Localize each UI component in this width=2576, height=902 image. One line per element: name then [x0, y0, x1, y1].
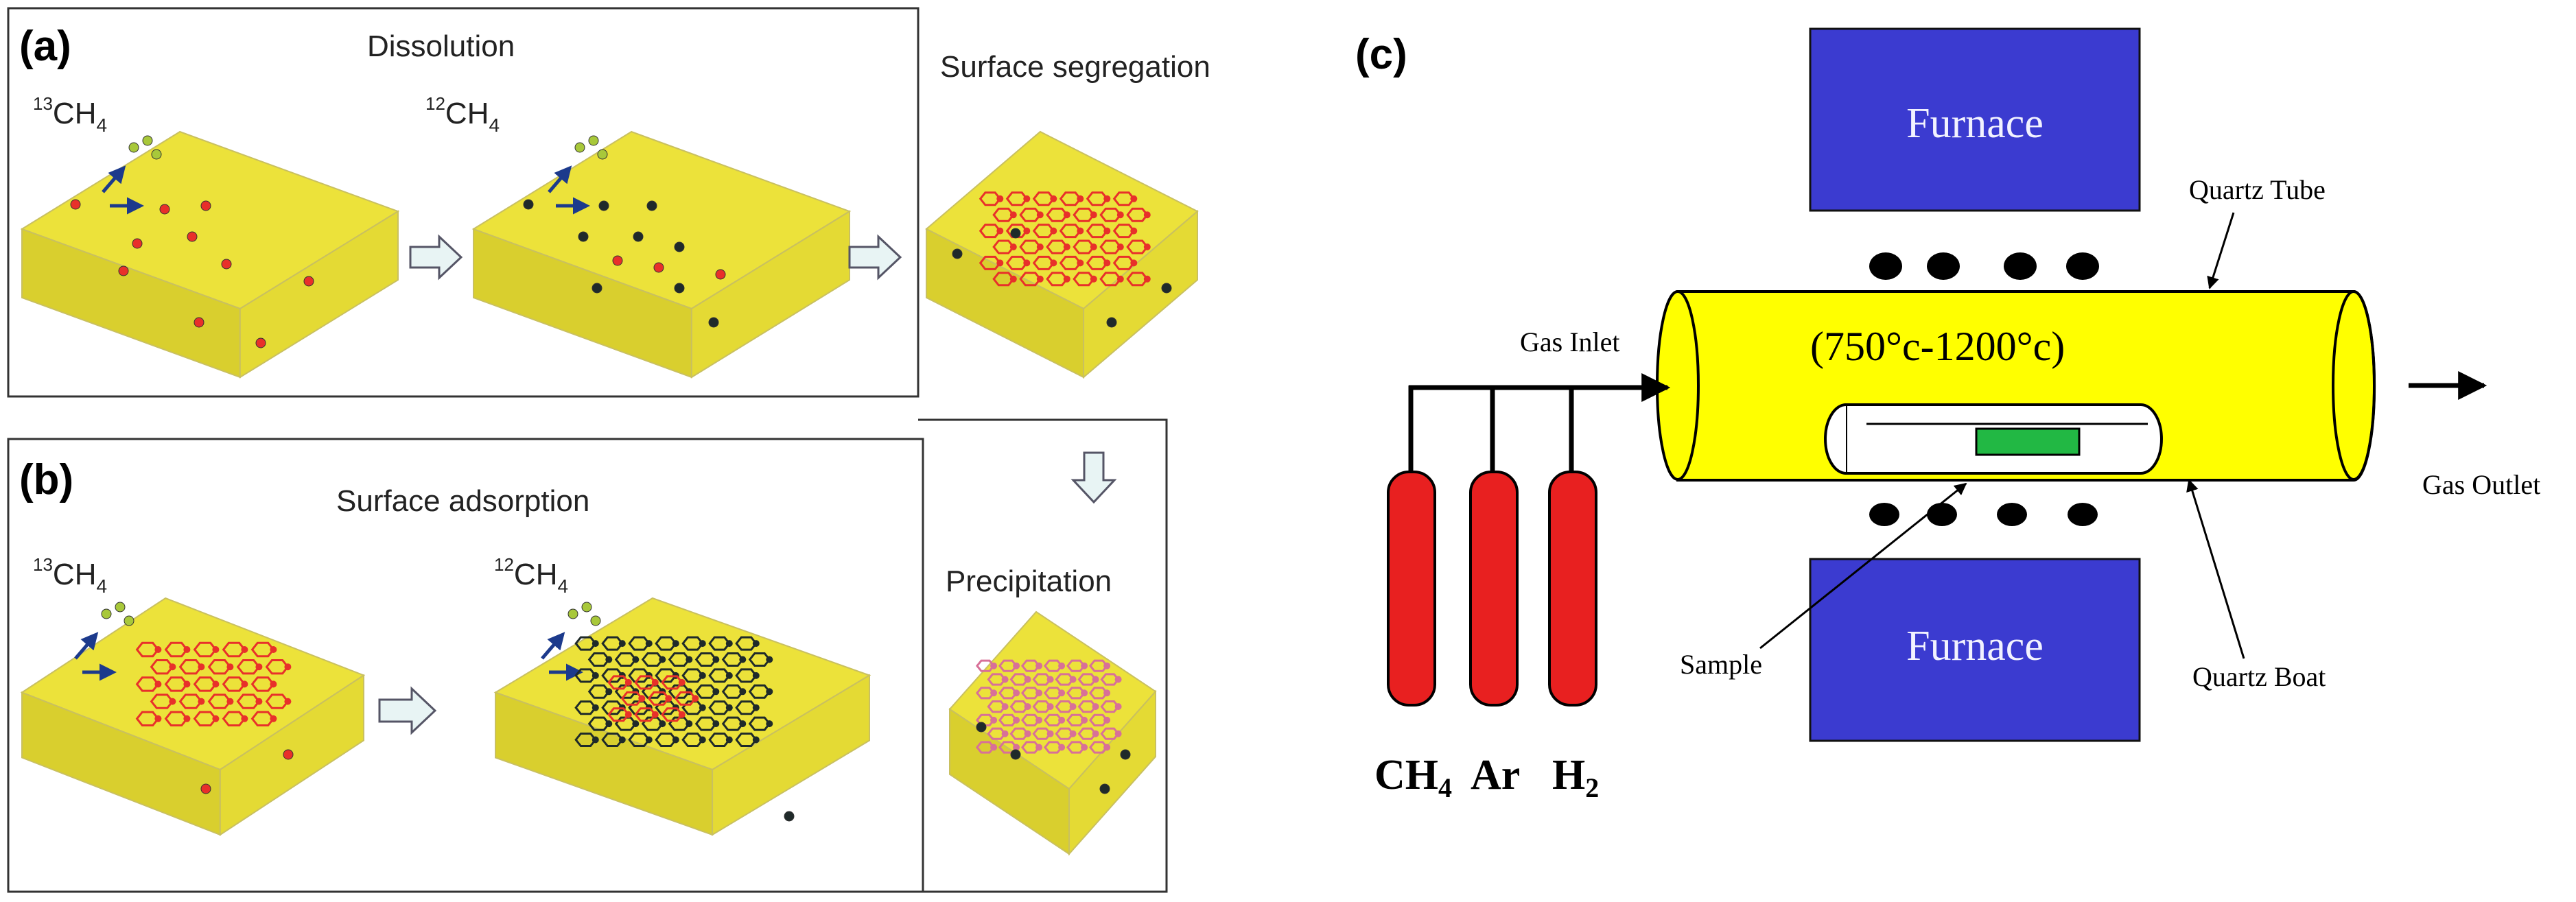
- formula: CH: [1374, 752, 1438, 798]
- subscript: 4: [489, 115, 500, 136]
- substrate-blocks: [20, 130, 1199, 856]
- tube-outlet-end: [2332, 290, 2376, 481]
- block-adsorption-2: [493, 597, 871, 836]
- formula: CH: [53, 558, 97, 591]
- surface-segregation-title: Surface segregation: [940, 50, 1210, 84]
- block-dissolution-2: [471, 130, 852, 379]
- dissolution-title: Dissolution: [367, 29, 515, 63]
- gas-manifold: [1408, 385, 1661, 473]
- sample-label: Sample: [1680, 649, 1762, 680]
- sample: [1975, 427, 2081, 456]
- mass-number: 12: [494, 554, 514, 575]
- cylinder-h2-label: H2: [1552, 752, 1599, 803]
- subscript: 2: [1585, 772, 1599, 803]
- surface-adsorption-title: Surface adsorption: [336, 484, 589, 518]
- panel-b-tag: (b): [19, 456, 73, 503]
- heater-dots-bottom: [1869, 503, 2098, 526]
- subscript: 4: [96, 115, 107, 136]
- panel-a-gas-12ch4: 12CH4: [425, 93, 500, 136]
- formula: CH: [445, 97, 489, 130]
- precipitation-label: Precipitation: [946, 565, 1112, 598]
- quartz-boat-pointer: [2186, 479, 2245, 659]
- mass-number: 12: [425, 93, 445, 114]
- gas-cylinder-ch4: [1387, 471, 1436, 707]
- temperature-label: (750°c-1200°c): [1810, 324, 2065, 369]
- block-adsorption-1: [20, 597, 366, 836]
- sample-pointer: [1759, 482, 1967, 650]
- process-arrow-2: [848, 234, 902, 281]
- subscript: 4: [96, 575, 107, 597]
- process-arrow-1: [409, 234, 463, 281]
- panel-a-gas-13ch4: 13CH4: [33, 93, 107, 136]
- process-arrow-3: [378, 686, 437, 735]
- panel-c-tag: (c): [1355, 31, 1407, 78]
- mass-number: 13: [33, 554, 53, 575]
- gas-outlet-label: Gas Outlet: [2422, 469, 2540, 500]
- panel-b-gas-13ch4: 13CH4: [33, 554, 107, 597]
- furnace-top-label: Furnace: [1906, 100, 2044, 147]
- formula: H: [1552, 752, 1585, 798]
- precipitation-frame: [917, 8, 1168, 893]
- panel-a-tag: (a): [19, 23, 71, 70]
- mass-number: 13: [33, 93, 53, 114]
- process-arrow-down: [1070, 451, 1117, 504]
- subscript: 4: [1438, 772, 1452, 803]
- formula: CH: [514, 558, 558, 591]
- cylinder-ch4-label: CH4: [1374, 752, 1452, 803]
- quartz-tube-label: Quartz Tube: [2189, 174, 2326, 205]
- block-dissolution-1: [20, 130, 400, 379]
- block-precipitation: [948, 610, 1157, 856]
- quartz-boat-label: Quartz Boat: [2192, 661, 2326, 692]
- furnace-bottom-label: Furnace: [1906, 623, 2044, 669]
- quartz-tube-pointer: [2207, 212, 2235, 289]
- subscript: 4: [557, 575, 568, 597]
- furnace-bottom: [1809, 558, 2141, 742]
- block-surface-segregation: [925, 130, 1199, 379]
- panel-b-gas-12ch4: 12CH4: [494, 554, 568, 597]
- formula: CH: [53, 97, 97, 130]
- cylinder-ar-label: Ar: [1471, 752, 1520, 798]
- furnace-top: [1809, 27, 2141, 212]
- gas-cylinder-ar: [1469, 471, 1519, 707]
- gas-inlet-label: Gas Inlet: [1520, 327, 1620, 357]
- heater-dots-top: [1869, 252, 2099, 280]
- gas-cylinder-h2: [1548, 471, 1597, 707]
